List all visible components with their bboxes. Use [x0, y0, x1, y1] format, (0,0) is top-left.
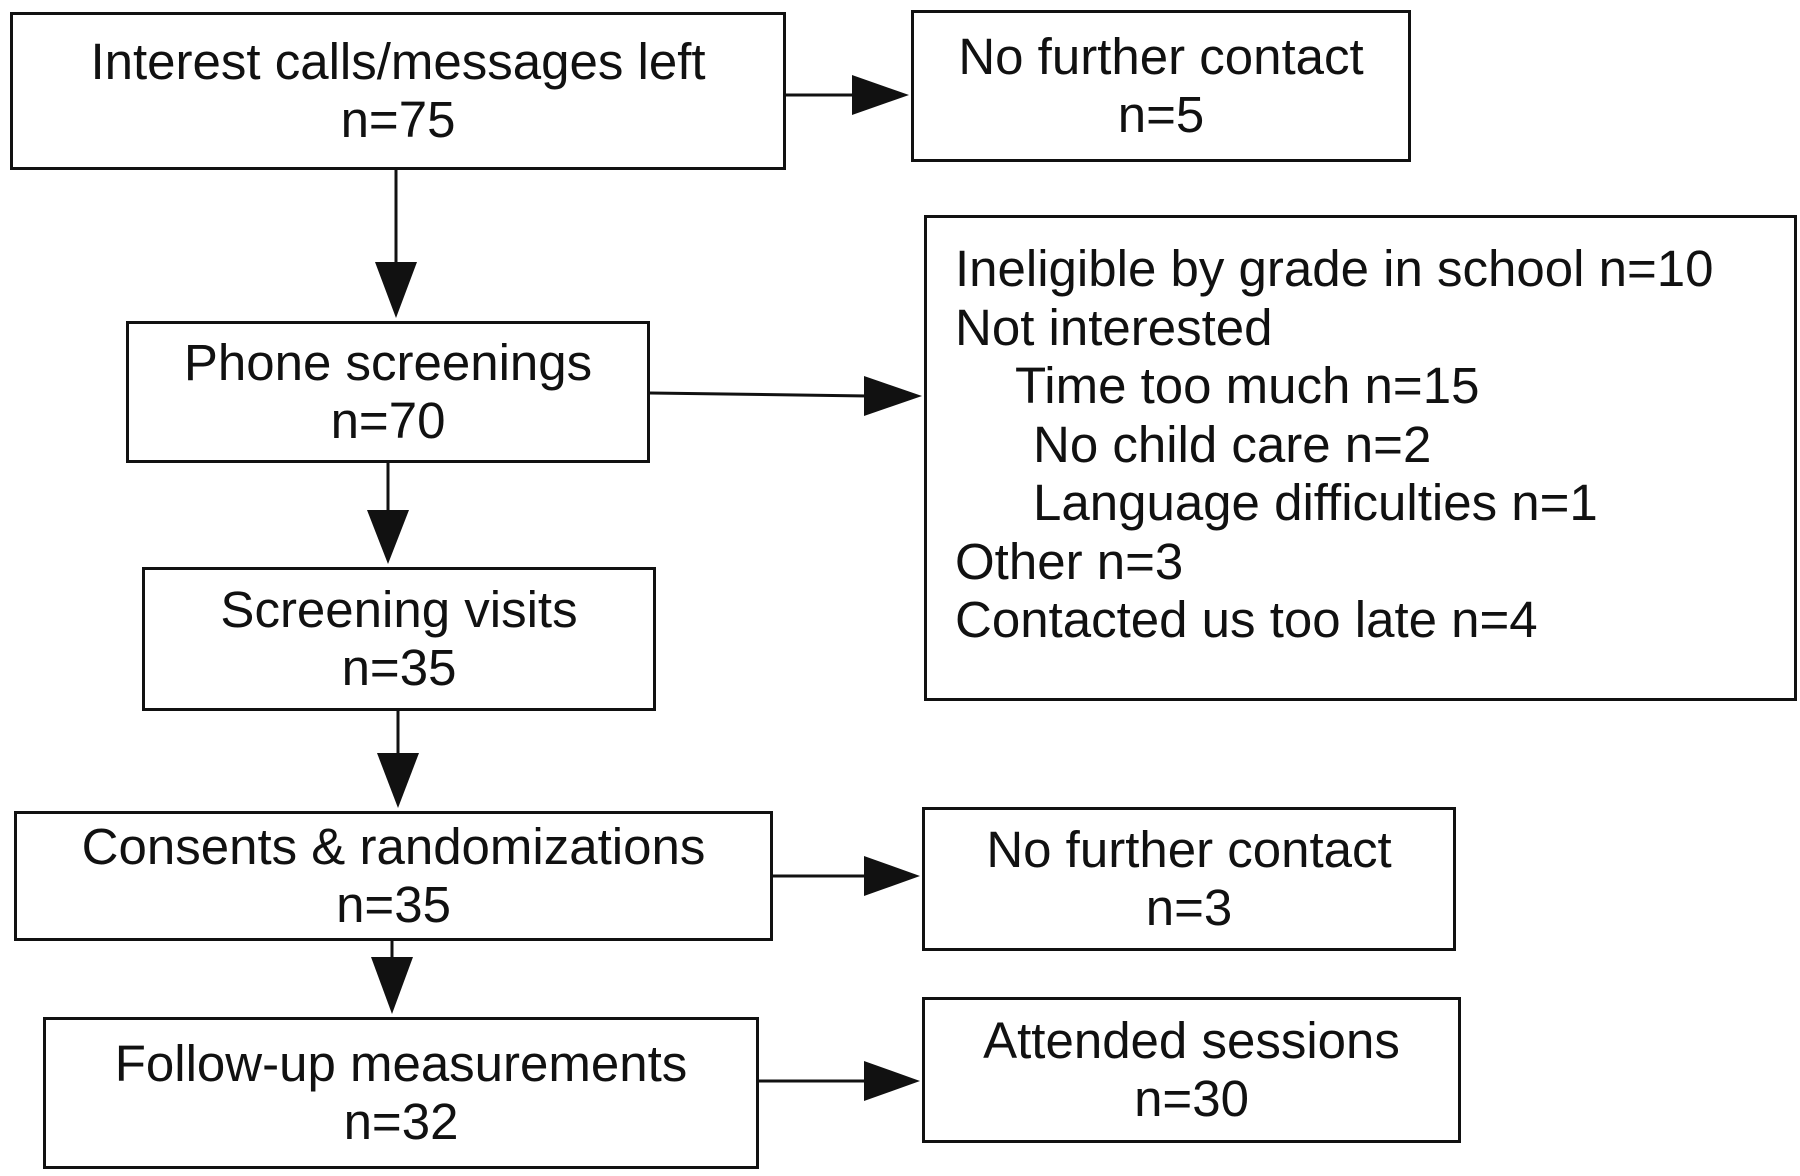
attended-sessions-box: Attended sessions n=30 [922, 997, 1461, 1143]
arrowhead-right-2 [864, 376, 922, 416]
exclusion-ineligible: Ineligible by grade in school n=10 [955, 240, 1714, 297]
phone-screenings-box: Phone screenings n=70 [126, 321, 650, 463]
no-further-contact-box-2: No further contact n=3 [922, 807, 1456, 951]
screening-visits-count: n=35 [341, 639, 457, 696]
consents-box: Consents & randomizations n=35 [14, 811, 773, 941]
phone-screenings-label: Phone screenings [183, 334, 593, 391]
exclusion-no-child-care: No child care n=2 [1033, 415, 1432, 473]
followup-label: Follow-up measurements [114, 1035, 688, 1092]
exclusion-language-difficulties: Language difficulties n=1 [1033, 474, 1598, 531]
exclusion-contacted-too-late: Contacted us too late n=4 [955, 591, 1538, 648]
exclusion-other: Other n=3 [955, 532, 1184, 590]
attended-sessions-count: n=30 [1134, 1070, 1249, 1127]
arrowhead-down-2 [367, 510, 409, 564]
attended-sessions-label: Attended sessions [983, 1012, 1400, 1069]
screening-visits-label: Screening visits [220, 581, 578, 638]
consents-label: Consents & randomizations [81, 818, 706, 875]
arrow-line-phone-to-exclusions [649, 391, 869, 398]
phone-screenings-count: n=70 [330, 392, 446, 449]
no-further-contact-count-2: n=3 [1145, 879, 1233, 936]
screening-visits-box: Screening visits n=35 [142, 567, 656, 711]
arrowhead-down-3 [377, 753, 419, 808]
interest-calls-count: n=75 [340, 91, 456, 148]
followup-box: Follow-up measurements n=32 [43, 1017, 759, 1169]
consents-count: n=35 [336, 876, 451, 933]
interest-calls-box: Interest calls/messages left n=75 [10, 12, 786, 170]
arrowhead-right-1 [852, 75, 909, 115]
exclusion-time-too-much: Time too much n=15 [1015, 357, 1480, 414]
exclusions-box: Ineligible by grade in school n=10 Not i… [924, 215, 1797, 701]
interest-calls-label: Interest calls/messages left [90, 33, 706, 90]
no-further-contact-label-1: No further contact [958, 28, 1364, 85]
arrowhead-right-4 [864, 1061, 920, 1101]
no-further-contact-count-1: n=5 [1117, 86, 1205, 143]
arrowhead-right-3 [864, 856, 920, 896]
no-further-contact-box-1: No further contact n=5 [911, 10, 1411, 162]
no-further-contact-label-2: No further contact [986, 821, 1392, 878]
exclusion-not-interested: Not interested [955, 298, 1273, 356]
followup-count: n=32 [343, 1093, 459, 1150]
arrowhead-down-1 [375, 262, 417, 318]
arrowhead-down-4 [371, 957, 413, 1014]
